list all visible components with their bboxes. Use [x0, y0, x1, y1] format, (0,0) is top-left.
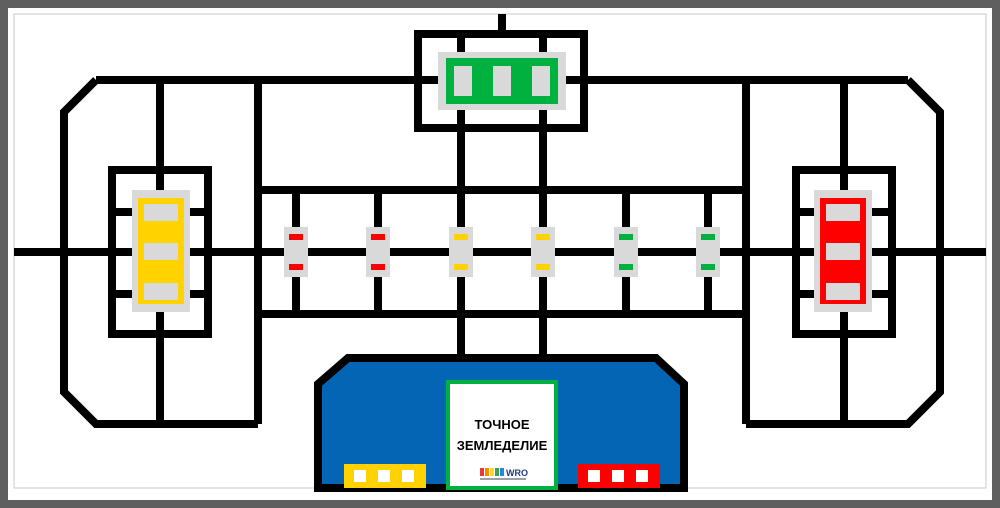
yellow-slot-1: [144, 204, 178, 221]
cell-markers: [284, 227, 720, 277]
right-square: [792, 166, 896, 338]
red-slot-3: [826, 283, 860, 300]
green-slot-1: [454, 66, 472, 96]
red-slot-1: [826, 204, 860, 221]
wro-logo-text: WRO: [506, 468, 528, 478]
red-start-slot-1: [588, 470, 600, 482]
yellow-zone: [132, 190, 190, 312]
cell-marker-red-1: [284, 227, 308, 277]
left-square: [108, 166, 212, 338]
wro-logo: WRO: [480, 468, 528, 480]
green-slot-3: [532, 66, 550, 96]
cell-marker-yellow-2: [531, 227, 555, 277]
field-title: ТОЧНОЕ ЗЕМЛЕДЕЛИЕ: [456, 417, 548, 453]
left-loop: [60, 77, 258, 428]
cell-marker-green-1: [614, 227, 638, 277]
red-slot-2: [826, 243, 860, 260]
green-zone: [438, 52, 566, 110]
blue-base: [314, 354, 688, 492]
yellow-start-slot-2: [378, 470, 390, 482]
yellow-slot-2: [144, 243, 178, 260]
green-slot-2: [493, 66, 511, 96]
right-loop: [746, 77, 944, 428]
red-start-slot-3: [636, 470, 648, 482]
cell-marker-yellow-1: [449, 227, 473, 277]
cell-marker-green-2: [696, 227, 720, 277]
cell-marker-red-2: [366, 227, 390, 277]
yellow-slot-3: [144, 283, 178, 300]
red-zone: [814, 190, 872, 312]
red-start-slot-2: [612, 470, 624, 482]
yellow-start-slot-3: [402, 470, 414, 482]
yellow-start-slot-1: [354, 470, 366, 482]
center-rectangle: [254, 186, 750, 318]
